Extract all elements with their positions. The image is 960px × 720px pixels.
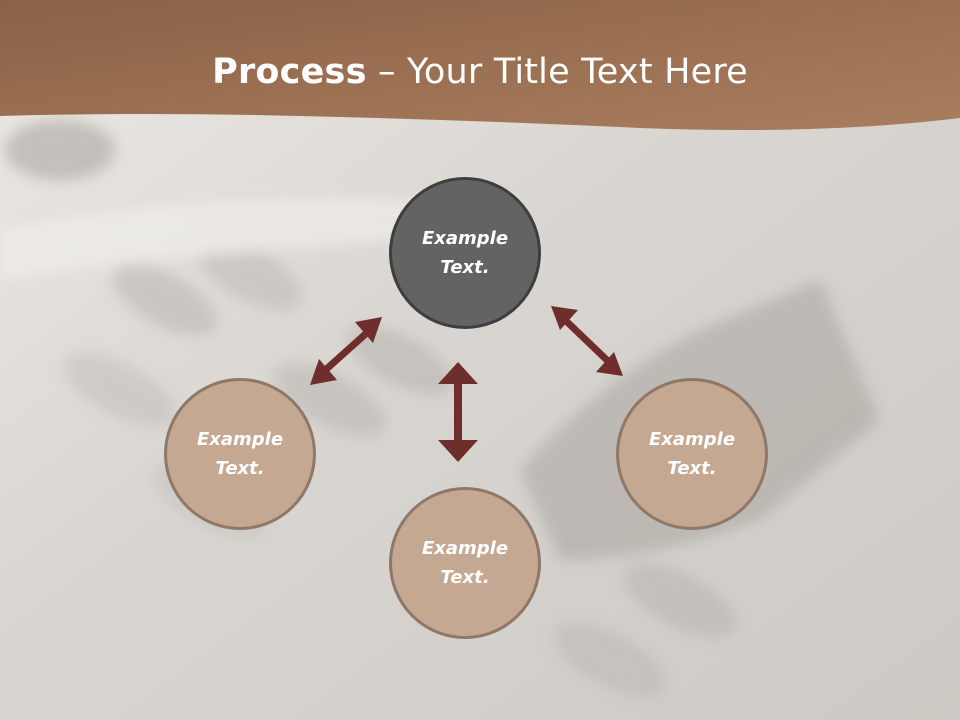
node-text-line2: Text.	[440, 567, 490, 588]
title-rest: – Your Title Text Here	[366, 52, 748, 92]
node-text-line2: Text.	[667, 458, 717, 479]
node-text-line1: Example	[421, 538, 509, 559]
process-node-bottom: Example Text.	[389, 487, 541, 639]
arrow-top-to-left	[310, 317, 382, 385]
arrow-top-to-right	[551, 306, 623, 376]
node-text-line2: Text.	[440, 257, 490, 278]
process-node-left: Example Text.	[164, 378, 316, 530]
arrow-top-to-bottom	[438, 362, 478, 462]
node-text-line2: Text.	[215, 458, 265, 479]
node-text-line1: Example	[196, 429, 284, 450]
node-text-line1: Example	[648, 429, 736, 450]
title-bold: Process	[212, 52, 367, 92]
page-title: Process – Your Title Text Here	[0, 52, 960, 92]
process-node-right: Example Text.	[616, 378, 768, 530]
node-text-line1: Example	[421, 228, 509, 249]
process-node-top: Example Text.	[389, 177, 541, 329]
